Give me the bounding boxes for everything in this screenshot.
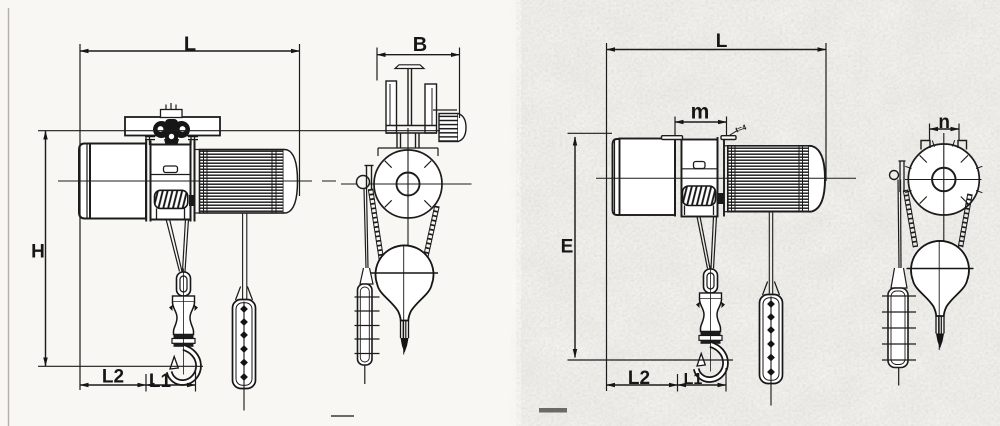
- svg-text:L: L: [184, 34, 196, 56]
- svg-text:E: E: [561, 237, 574, 258]
- svg-text:L1: L1: [149, 371, 172, 392]
- svg-text:m: m: [691, 101, 710, 124]
- svg-text:H: H: [31, 242, 45, 263]
- svg-text:L2: L2: [628, 368, 650, 389]
- svg-text:L: L: [716, 31, 728, 52]
- svg-text:B: B: [413, 34, 427, 56]
- svg-text:L1: L1: [684, 371, 703, 388]
- svg-text:t=4: t=4: [734, 122, 748, 134]
- svg-text:n: n: [938, 112, 950, 133]
- svg-text:L2: L2: [102, 367, 124, 388]
